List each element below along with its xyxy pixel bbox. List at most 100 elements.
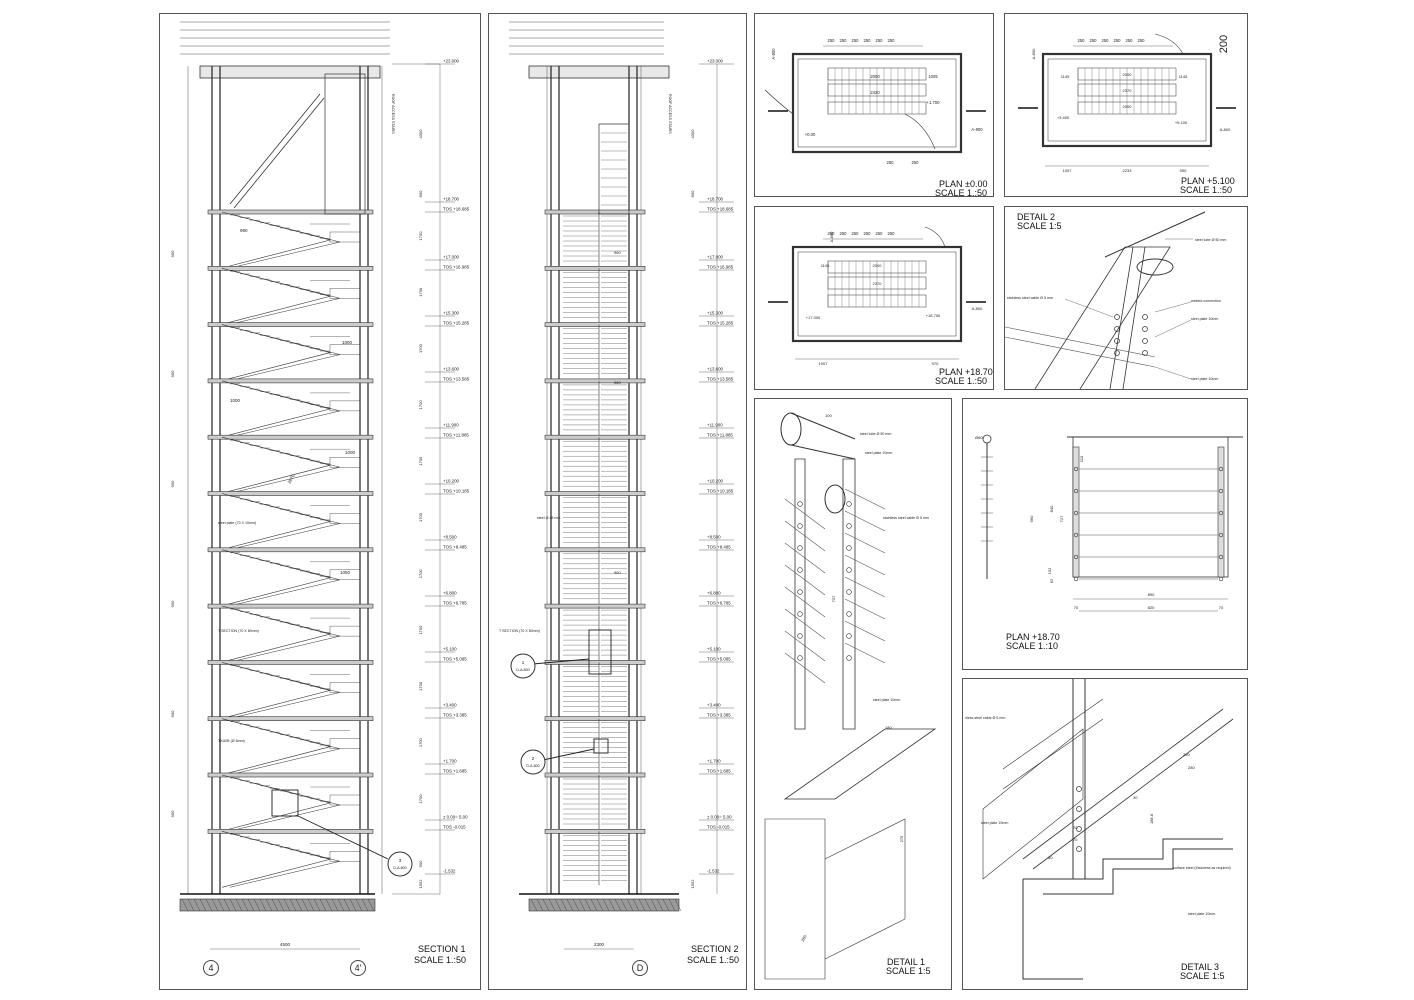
dim-label: 1700 xyxy=(418,569,423,579)
dim-label: 1700 xyxy=(418,737,423,747)
bolt xyxy=(1218,466,1224,472)
dim-label: 2420 xyxy=(870,90,880,95)
level-label: +1.700 xyxy=(443,759,457,764)
cable xyxy=(844,554,886,576)
cable xyxy=(1032,718,1234,870)
hatch xyxy=(620,898,628,912)
note: ROOF ACCESS STAIRS xyxy=(668,94,672,134)
dim-label: 900 xyxy=(170,710,175,717)
hatch xyxy=(674,898,682,912)
roof-stair-stringer xyxy=(229,93,321,205)
post xyxy=(1122,246,1146,389)
dim-label: A-800 xyxy=(1031,48,1036,59)
cable xyxy=(784,542,826,574)
level-label: +6.800 xyxy=(707,591,721,596)
dim-label: 1700 xyxy=(418,400,423,410)
dim-label: 4300 xyxy=(418,129,423,139)
hatch xyxy=(566,898,574,912)
dim-label: 727 xyxy=(1059,515,1064,522)
hatch xyxy=(349,898,357,912)
hatch xyxy=(644,898,652,912)
floor-beam xyxy=(544,266,646,271)
landing-box xyxy=(329,625,361,637)
hatch xyxy=(602,898,610,912)
flight-zigzag xyxy=(221,380,332,438)
callout-bubble xyxy=(387,851,413,877)
tube xyxy=(1104,211,1206,258)
hatch xyxy=(355,898,363,912)
level-label: +23.000 xyxy=(443,59,460,64)
level-label: +15.300 xyxy=(443,311,460,316)
plan-5100-title: PLAN +5.100 xyxy=(1181,176,1235,186)
leader xyxy=(1154,319,1192,338)
hatch xyxy=(632,898,640,912)
dim-label: 970 xyxy=(932,361,939,366)
hatch xyxy=(578,898,586,912)
rail-frame xyxy=(1072,436,1229,578)
rail-panel xyxy=(1034,246,1171,389)
cable xyxy=(1005,336,1156,368)
note: steel plate 10mm xyxy=(981,821,1008,825)
dim-label: +18.700 xyxy=(926,313,941,318)
grid-bubble-4: 4 xyxy=(203,960,219,976)
floor-beam xyxy=(544,603,646,609)
flight-zigzag xyxy=(229,720,341,775)
note: steel tube Ø 50 mm xyxy=(860,432,891,436)
dim-label: 250 xyxy=(852,38,860,43)
dim-label: 280 xyxy=(1188,765,1195,770)
level-label: TOS +6.785 xyxy=(443,601,467,606)
floor-beam xyxy=(207,772,374,778)
post-section xyxy=(982,434,992,444)
flight-zigzag xyxy=(229,213,341,269)
note: steel plate 10mm xyxy=(1191,377,1218,381)
bolt xyxy=(1142,338,1148,344)
dim-label: 188.8 xyxy=(1149,813,1154,824)
dim-label: 1700 xyxy=(418,794,423,804)
callout-leader xyxy=(297,815,389,860)
section-1-scale: SCALE 1.:50 xyxy=(414,955,467,965)
flight-zigzag xyxy=(221,324,332,381)
level-label: +13.600 xyxy=(443,367,460,372)
hatch xyxy=(253,898,261,912)
dim-label: 275 xyxy=(899,835,904,842)
dim-label: 2370 xyxy=(1123,88,1133,93)
dim-label: 2000 xyxy=(1123,72,1133,77)
dim-label: 250 xyxy=(876,231,884,236)
level-label: TOS -0.015 xyxy=(707,825,730,830)
dim-label: 900 xyxy=(170,250,175,257)
level-label: TOS +13.585 xyxy=(443,377,470,382)
bolt xyxy=(1114,338,1120,344)
stair-profile xyxy=(1023,838,1223,880)
floor-beam xyxy=(544,660,646,665)
level-label: +3.400 xyxy=(443,703,457,708)
dim-label: 250 xyxy=(864,231,872,236)
detail-2-scale: SCALE 1:5 xyxy=(1017,221,1062,231)
flight-zigzag xyxy=(221,662,332,719)
bolt xyxy=(1076,786,1082,792)
hatch xyxy=(199,898,207,912)
bolt xyxy=(1073,554,1079,560)
dim-label: 1145 xyxy=(1061,74,1070,79)
cable xyxy=(844,576,886,598)
floor-beam xyxy=(207,828,374,834)
dim-label: 950 xyxy=(1180,168,1187,173)
landing-box xyxy=(329,682,361,693)
callout-box xyxy=(588,629,612,675)
note: welded connection xyxy=(1191,299,1221,303)
dim-label: +1.700 xyxy=(927,100,941,105)
dim-label: +5.100 xyxy=(1175,120,1188,125)
hatch xyxy=(662,898,670,912)
cable xyxy=(784,520,826,552)
hatch xyxy=(235,898,243,912)
floor-beam xyxy=(207,378,374,384)
level-label: +17.000 xyxy=(707,255,724,260)
tube-end xyxy=(824,484,846,514)
note: stainless steel cable Ø 5 mm xyxy=(1007,296,1053,300)
plate xyxy=(764,818,826,980)
bolt xyxy=(1218,554,1224,560)
landing-box xyxy=(329,457,361,468)
landing-box xyxy=(329,400,361,412)
